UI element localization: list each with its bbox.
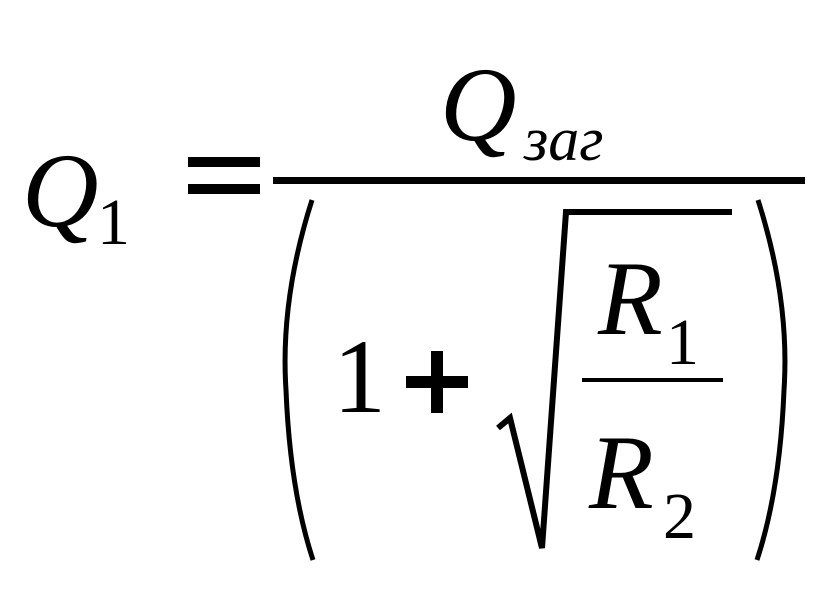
radicand-denominator-subscript: 2	[663, 480, 696, 553]
right-parenthesis	[754, 199, 788, 561]
plus-vertical	[431, 351, 443, 413]
left-parenthesis	[282, 199, 316, 561]
denominator-one: 1	[333, 318, 386, 435]
radicand-denominator-symbol: R	[588, 414, 654, 531]
main-fraction-bar	[273, 177, 805, 184]
radicand-fraction-bar	[582, 378, 723, 382]
numerator-symbol: Q	[440, 46, 517, 163]
equals-bar-top	[188, 157, 260, 167]
radical-sign	[496, 209, 732, 549]
radicand-numerator-subscript: 1	[666, 306, 699, 379]
numerator-subscript: заг	[523, 106, 603, 174]
lhs-symbol: Q	[22, 132, 99, 249]
equals-bar-bottom	[188, 184, 260, 194]
radicand-numerator-symbol: R	[597, 240, 663, 357]
lhs-subscript: 1	[97, 186, 130, 259]
